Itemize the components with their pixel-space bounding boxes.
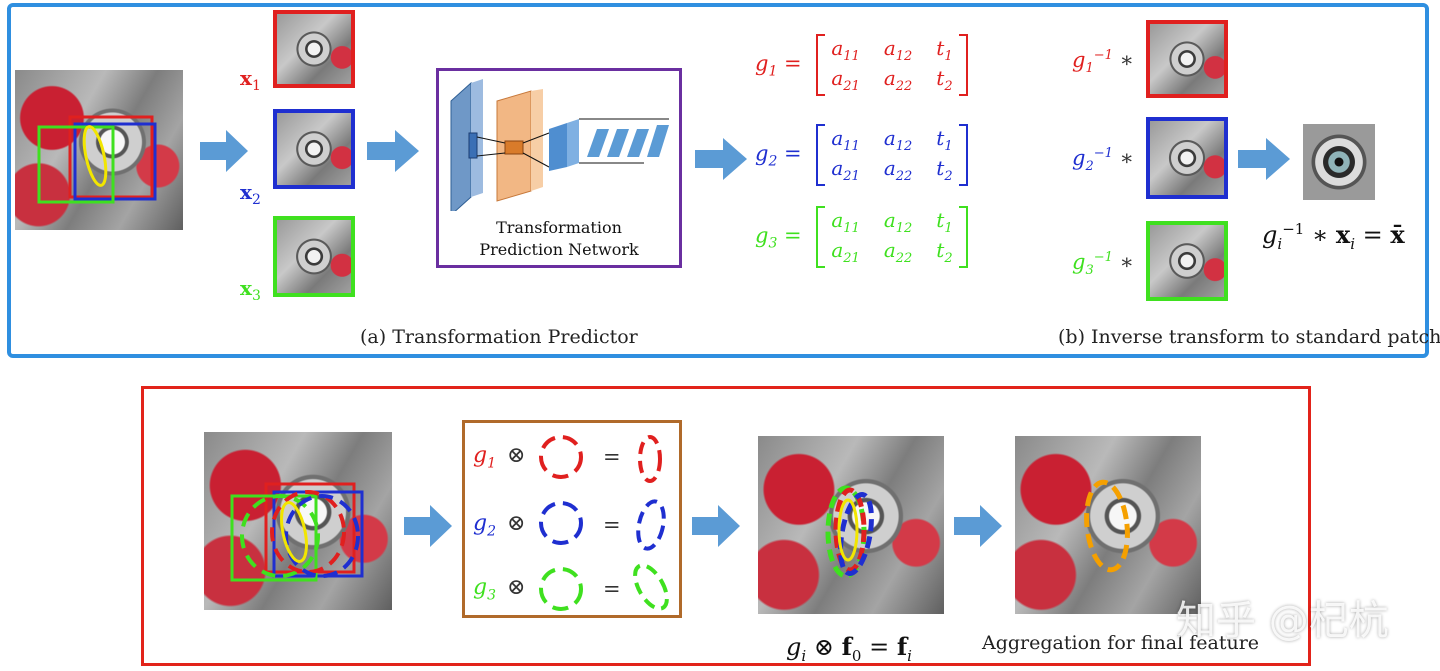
standard-patch-equation: gi−1 ∗ xi = x̄ — [1262, 220, 1405, 253]
caption-a: (a) Transformation Predictor — [360, 326, 638, 348]
input-layer-block — [450, 81, 472, 211]
yellow-ellipse — [837, 498, 859, 562]
transformation-prediction-network-box: Transformation Prediction Network — [436, 68, 682, 268]
green-box — [37, 125, 115, 204]
filter-row-1-equals: = — [603, 445, 621, 469]
inverse-g2-label: g2−1 ∗ — [1072, 146, 1134, 175]
arrow-icon — [692, 505, 740, 547]
arrow-icon — [954, 505, 1002, 547]
dashed-filters — [539, 435, 669, 611]
arrow-icon — [404, 505, 452, 547]
filter-row-3: g3 ⊗ — [473, 575, 526, 604]
orange-ellipse — [1084, 479, 1130, 573]
label-x1: x1 — [240, 66, 261, 94]
fc-layer-block — [549, 123, 567, 171]
output-stripe — [627, 129, 649, 157]
conv-layer-side — [531, 89, 543, 191]
inverse-g3-label: g3−1 ∗ — [1072, 250, 1134, 279]
green-filter-ellipse — [633, 563, 669, 611]
network-label-line1: Transformation — [496, 218, 622, 237]
transformed-patch-2 — [1146, 117, 1228, 199]
transformed-patch-3 — [1146, 221, 1228, 301]
blue-dashed-circle — [284, 494, 360, 578]
filter-row-2-equals: = — [603, 513, 621, 537]
filter-transform-box: g1 ⊗ g2 ⊗ g3 ⊗ = = = — [462, 420, 682, 618]
patch-x3 — [273, 216, 355, 297]
patch-x2 — [273, 109, 355, 189]
output-stripe — [647, 125, 669, 157]
detection-boxes-overlay — [37, 115, 157, 204]
input-kernel — [468, 132, 478, 159]
arrow-icon — [1238, 138, 1290, 180]
conv-kernel — [504, 140, 524, 155]
aggregated-feature-image — [1015, 436, 1201, 614]
aggregation-caption: Aggregation for final feature — [982, 632, 1260, 654]
yellow-ellipse — [280, 501, 308, 563]
red-ellipse — [833, 487, 867, 573]
watermark: 知乎 @杞杭 — [1176, 598, 1389, 644]
label-x3: x3 — [240, 276, 261, 304]
fc-layer-side — [567, 119, 579, 167]
colored-ellipses-overlay — [825, 485, 874, 579]
red-box — [68, 115, 154, 199]
output-stripe — [587, 129, 609, 157]
blue-filter-circle — [539, 501, 583, 545]
arrow-icon — [200, 130, 248, 172]
output-stripe — [607, 129, 629, 157]
cnn-diagram — [450, 79, 669, 211]
yellow-ellipse — [82, 125, 108, 187]
arrow-icon — [367, 130, 419, 172]
red-dashed-circle — [270, 490, 346, 574]
arrow-icon — [695, 138, 747, 180]
source-image-bottom — [204, 432, 392, 610]
filter-row-3-equals: = — [603, 577, 621, 601]
ellipse-overlay — [230, 482, 364, 582]
matrix-g2: g2 = a11 a12 t1 a21 a22 t2 — [755, 124, 968, 186]
green-filter-circle — [539, 567, 583, 611]
matrix-g1: g1 = a11 a12 t1 a21 a22 t2 — [755, 34, 968, 96]
blue-box — [73, 122, 157, 201]
red-filter-ellipse — [638, 435, 662, 483]
red-filter-circle — [539, 435, 583, 479]
top-panel-frame — [7, 3, 1429, 358]
matrix-g3: g3 = a11 a12 t1 a21 a22 t2 — [755, 206, 968, 268]
patch-x1 — [273, 10, 355, 88]
network-label-line2: Prediction Network — [479, 240, 639, 259]
aggregated-ellipse-overlay — [1084, 479, 1130, 573]
standard-patch — [1303, 124, 1375, 200]
transformed-features-image — [758, 436, 944, 614]
source-image-top — [15, 70, 183, 230]
filter-row-1: g1 ⊗ — [473, 443, 526, 472]
transformed-patch-1 — [1146, 20, 1228, 98]
label-x2: x2 — [240, 180, 261, 208]
bottom-panel-frame — [141, 386, 1311, 666]
inverse-g1-label: g1−1 ∗ — [1072, 48, 1134, 77]
blue-ellipse — [838, 492, 874, 576]
filter-row-2: g2 ⊗ — [473, 511, 526, 540]
feature-equation: gi ⊗ f0 = fi — [786, 632, 912, 665]
green-dashed-circle — [240, 494, 320, 578]
blue-filter-ellipse — [636, 499, 666, 551]
caption-b: (b) Inverse transform to standard patch — [1058, 326, 1440, 348]
